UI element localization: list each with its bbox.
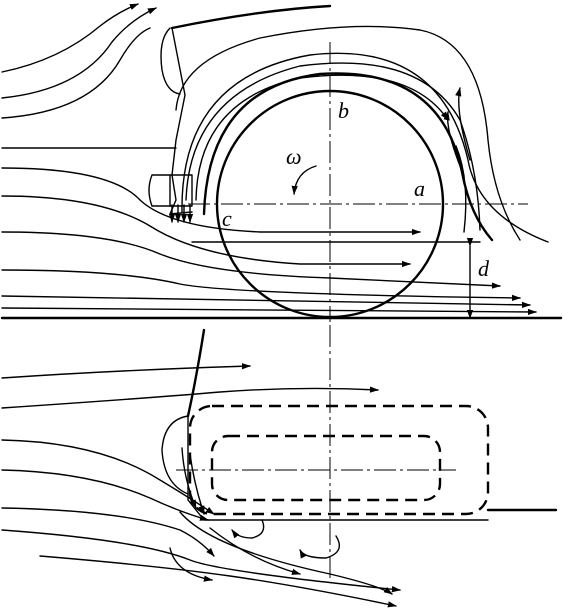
headlamp-outline <box>160 27 181 95</box>
streamline <box>179 511 393 595</box>
streamline <box>1 27 151 119</box>
vortex-arrow <box>299 535 340 559</box>
streamline <box>175 25 521 241</box>
streamline <box>1 469 209 521</box>
streamline <box>1 195 411 268</box>
streamline <box>455 87 471 161</box>
streamline <box>1 529 401 593</box>
streamline <box>1 3 139 73</box>
bumper-block <box>148 174 193 207</box>
inner-tyre-outline <box>210 434 442 502</box>
label-c: c <box>222 206 232 231</box>
streamline <box>1 7 157 99</box>
body-front-outline <box>169 27 193 215</box>
streamline <box>181 447 197 509</box>
label-omega: ω <box>286 144 302 169</box>
streamline <box>39 555 397 608</box>
streamline <box>185 62 481 231</box>
streamline <box>1 307 537 316</box>
streamline <box>1 167 421 236</box>
label-a: a <box>414 176 425 201</box>
body-underside-line <box>187 415 489 521</box>
streamline <box>1 386 379 409</box>
streamline <box>1 363 251 379</box>
streamline <box>195 74 449 201</box>
streamline <box>1 231 501 289</box>
side-view: b a c d ω <box>0 3 563 322</box>
rotation-arrow <box>291 165 317 195</box>
streamline <box>1 507 215 557</box>
label-d: d <box>478 256 490 281</box>
outer-tyre-outline <box>188 404 490 516</box>
vortex-arrow <box>231 519 265 539</box>
fender-arch-outer <box>181 52 549 243</box>
streamline <box>1 295 531 309</box>
streamline <box>209 527 301 575</box>
top-view <box>1 325 558 608</box>
streamline <box>443 111 465 177</box>
streamline <box>169 547 213 582</box>
streamline <box>1 269 521 302</box>
hood-line <box>170 4 332 30</box>
streamline <box>189 453 205 515</box>
body-side-line <box>186 328 206 418</box>
label-b: b <box>338 98 349 123</box>
headlamp-top-outline <box>161 415 189 495</box>
streamline <box>455 145 467 233</box>
